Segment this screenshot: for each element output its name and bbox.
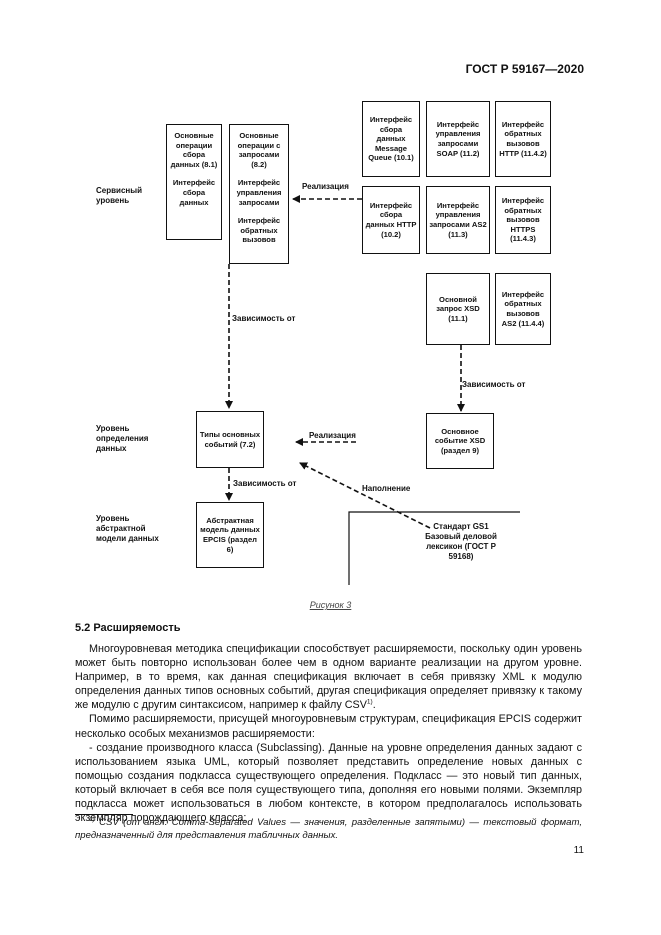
footnote-reference[interactable]: 1) — [366, 698, 373, 706]
box-capture-mq: Интерфейс сбора данных Message Queue (10… — [362, 101, 420, 177]
box-core-event-xsd: Основное событие XSD (раздел 9) — [426, 413, 494, 469]
box-core-query-xsd: Основной запрос XSD (11.1) — [426, 273, 490, 345]
footnote-mark: 1) — [89, 815, 95, 823]
document-header: ГОСТ Р 59167—2020 — [465, 62, 584, 76]
paragraph-3: - создание производного класса (Subclass… — [75, 741, 582, 825]
box-capture-operations: Основные операции сбора данных (8.1) Инт… — [166, 124, 222, 240]
level-definition-label: Уровень определения данных — [96, 424, 149, 453]
box-query-soap: Интерфейс управления запросами SOAP (11.… — [426, 101, 490, 177]
box-core-event-types: Типы основных событий (7.2) — [196, 411, 264, 468]
box-callback-as2: Интерфейс обратных вызовов AS2 (11.4.4) — [495, 273, 551, 345]
gs1-standard-label: Стандарт GS1 Базовый деловой лексикон (Г… — [425, 522, 497, 561]
figure-3-diagram — [225, 195, 520, 585]
box-query-operations: Основные операции с запросами (8.2) Инте… — [229, 124, 289, 264]
level-abstract-label: Уровень абстрактной модели данных — [96, 514, 159, 543]
footnote: 1) CSV (от англ. Comma-Separated Values … — [75, 815, 582, 842]
box-callback-https: Интерфейс обратных вызовов HTTPS (11.4.3… — [495, 186, 551, 254]
footnote-text: CSV (от англ. Comma-Separated Values — з… — [75, 817, 582, 841]
box-callback-http: Интерфейс обратных вызовов HTTP (11.4.2) — [495, 101, 551, 177]
section-title: 5.2 Расширяемость — [75, 622, 181, 634]
box-query-as2: Интерфейс управления запросами AS2 (11.3… — [426, 186, 490, 254]
arrow-population — [299, 462, 431, 529]
label-dependency-low: Зависимость от — [233, 479, 297, 488]
label-dependency-mid: Зависимость от — [232, 314, 296, 323]
page-number: 11 — [573, 845, 584, 856]
paragraph-2: Помимо расширяемости, присущей многоуров… — [75, 713, 582, 740]
gs1-bracket — [348, 511, 520, 585]
label-population: Наполнение — [362, 484, 411, 493]
footnote-separator — [75, 814, 133, 815]
label-realization-top: Реализация — [302, 182, 349, 191]
label-realization-mid: Реализация — [309, 431, 356, 440]
figure-caption: Рисунок 3 — [309, 600, 352, 610]
box-abstract-model: Абстрактная модель данных EPCIS (раздел … — [196, 502, 264, 568]
label-dependency-right: Зависимость от — [462, 380, 526, 389]
body-text: Многоуровневая методика спецификации спо… — [75, 642, 582, 825]
paragraph-1: Многоуровневая методика спецификации спо… — [75, 643, 582, 712]
level-service-label: Сервисный уровень — [96, 186, 142, 205]
box-capture-http: Интерфейс сбора данных HTTP (10.2) — [362, 186, 420, 254]
